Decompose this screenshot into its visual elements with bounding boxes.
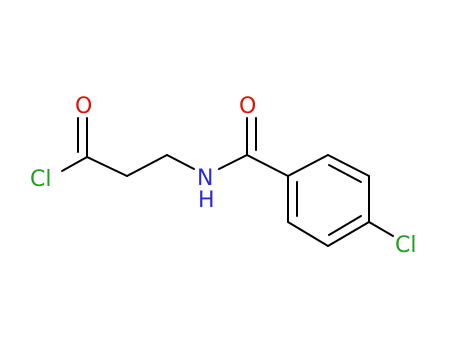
bond-ring2-ring3-inner (328, 164, 362, 183)
bond-ring2-ring3 (327, 154, 370, 177)
bond-c4-ring1 (246, 154, 289, 177)
atom-h-amide: H (198, 188, 215, 213)
bond-ring4-cl2 (368, 221, 394, 237)
bond-ring4-ring5 (327, 221, 370, 247)
atom-o-acyl: O (75, 94, 92, 119)
atom-cl-acyl: Cl (30, 167, 51, 192)
bond-c2-c3 (126, 154, 168, 177)
atom-o-amide: O (239, 94, 256, 119)
bond-c1-c2 (86, 156, 128, 177)
atom-cl-aryl: Cl (395, 233, 416, 258)
atom-n-amide: N (197, 166, 213, 191)
bond-ring5-ring6 (287, 221, 329, 247)
bond-c3-n1 (166, 154, 195, 170)
bond-n1-c4 (218, 154, 248, 170)
bond-c1-cl1 (61, 156, 88, 172)
bond-ring1-ring2 (287, 154, 329, 177)
bond-ring4-ring5-inner (328, 215, 362, 236)
